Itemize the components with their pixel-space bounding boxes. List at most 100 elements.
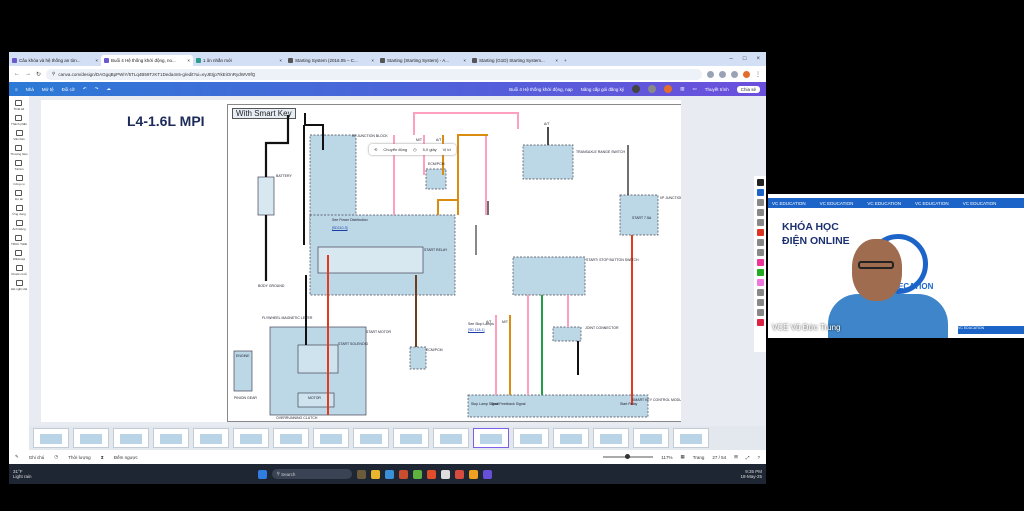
page-thumbnail[interactable] xyxy=(633,428,669,448)
transition-button[interactable]: Chuyển động xyxy=(383,147,408,152)
sidebar-item[interactable]: Dự án xyxy=(15,190,23,201)
sidebar-item[interactable]: Chuck có lễ xyxy=(11,265,27,276)
close-icon[interactable]: × xyxy=(95,57,98,63)
annotation-tool-icon[interactable] xyxy=(756,259,764,266)
back-icon[interactable]: ← xyxy=(14,71,20,77)
countdown-button[interactable]: Đếm ngược xyxy=(113,454,138,460)
file-menu[interactable]: Mở tệ xyxy=(41,86,54,92)
present-button[interactable]: Thuyết trình xyxy=(704,86,729,92)
close-window-icon[interactable]: × xyxy=(756,56,760,62)
app-icon[interactable] xyxy=(482,469,492,479)
upgrade-button[interactable]: Nâng cấp gói đăng ký xyxy=(580,86,625,92)
position-button[interactable]: Vị trí xyxy=(442,147,451,152)
page-thumbnail[interactable] xyxy=(73,428,109,448)
edge-icon[interactable] xyxy=(384,469,394,479)
taskbar-search[interactable]: ⚲ Search xyxy=(271,469,352,479)
annotation-tool-icon[interactable] xyxy=(756,189,764,196)
forward-icon[interactable]: → xyxy=(25,71,31,77)
redo-icon[interactable]: ↷ xyxy=(94,86,99,91)
close-icon[interactable]: × xyxy=(463,57,466,63)
zoom-slider-knob[interactable] xyxy=(625,454,631,459)
diagram-label[interactable]: [SD 118-1] xyxy=(468,328,485,332)
annotation-tool-icon[interactable] xyxy=(756,229,764,236)
sidebar-item[interactable]: Thành phần xyxy=(11,115,27,126)
bookmark-star-icon[interactable] xyxy=(719,70,726,78)
reload-icon[interactable]: ↻ xyxy=(36,71,42,78)
timer-icon[interactable]: ◷ xyxy=(54,454,59,459)
page-counter[interactable]: 27 / 54 xyxy=(712,454,727,460)
chrome-icon[interactable] xyxy=(412,469,422,479)
share-button[interactable]: Chia sẻ xyxy=(736,85,760,93)
page-thumbnail[interactable] xyxy=(513,428,549,448)
app-icon[interactable] xyxy=(454,469,464,479)
close-icon[interactable]: × xyxy=(555,57,558,63)
annotation-tool-icon[interactable] xyxy=(756,179,764,186)
annotation-tool-icon[interactable] xyxy=(756,209,764,216)
sidebar-item[interactable]: TRUC THIE xyxy=(11,235,27,246)
annotation-tool-icon[interactable] xyxy=(756,249,764,256)
close-icon[interactable]: × xyxy=(187,57,190,63)
browser-tab[interactable]: Starting (G1D) Starting System...× xyxy=(469,55,561,66)
sidebar-item[interactable]: Wikimapi xyxy=(13,250,25,261)
browser-tab-active[interactable]: Buổi 4 Hệ thống khởi động, no...× xyxy=(101,54,193,66)
sidebar-item[interactable]: Ảnh Động xyxy=(12,220,26,231)
page-thumbnail[interactable] xyxy=(273,428,309,448)
app-icon[interactable] xyxy=(468,469,478,479)
task-view-icon[interactable] xyxy=(356,469,366,479)
browser-tab[interactable]: Câu khóa và hệ thống an tòn...× xyxy=(9,55,101,66)
annotation-tool-icon[interactable] xyxy=(756,269,764,276)
system-tray[interactable]: 9:35 PM 18-May-25 xyxy=(740,469,762,480)
profile-avatar-icon[interactable] xyxy=(743,70,750,78)
collaborator-avatar[interactable] xyxy=(664,85,673,93)
minimize-icon[interactable]: – xyxy=(729,56,733,62)
sidebar-item[interactable]: Công cụ xyxy=(13,175,25,186)
fullscreen-icon[interactable]: ⤢ xyxy=(745,454,750,460)
sidebar-item[interactable]: Văn bản xyxy=(13,130,25,141)
annotation-tool-icon[interactable] xyxy=(756,239,764,246)
weather-widget[interactable]: 31°F Light rain xyxy=(13,469,32,480)
page-thumbnail[interactable] xyxy=(433,428,469,448)
sidebar-item[interactable]: Hội nghị Hội xyxy=(11,280,27,291)
windows-start-icon[interactable] xyxy=(257,469,267,479)
annotation-tool-icon[interactable] xyxy=(756,309,764,316)
brave-icon[interactable] xyxy=(426,469,436,479)
annotation-tool-icon[interactable] xyxy=(756,219,764,226)
document-title[interactable]: Buổi 4 Hệ thống khởi động, nạp xyxy=(509,86,573,92)
menu-icon[interactable]: ≡ xyxy=(15,86,18,92)
zoom-icon[interactable] xyxy=(707,70,714,78)
page-thumbnail[interactable] xyxy=(673,428,709,448)
collaborator-avatar[interactable] xyxy=(648,85,657,93)
zoom-slider[interactable] xyxy=(603,454,654,459)
home-link[interactable]: Nhà xyxy=(25,86,34,92)
sidebar-item[interactable]: Thương hiệu xyxy=(10,145,28,156)
undo-icon[interactable]: ↶ xyxy=(82,86,87,91)
sidebar-item[interactable]: Tải lên xyxy=(14,160,24,171)
stats-icon[interactable]: ▥ xyxy=(680,86,685,91)
notes-icon[interactable]: ✎ xyxy=(15,454,19,459)
page-thumbnail[interactable] xyxy=(33,428,69,448)
page-thumbnail[interactable] xyxy=(193,428,229,448)
browser-tab[interactable]: Starting (Starting System) - A...× xyxy=(377,55,469,66)
page-thumbnail[interactable] xyxy=(113,428,149,448)
zoom-level[interactable]: 117% xyxy=(661,454,673,460)
comment-icon[interactable]: ▭ xyxy=(692,86,697,91)
address-bar[interactable]: ⚲ canva.com/design/DAGgqBpPWiY/5TLq4B59T… xyxy=(46,68,702,80)
app-icon[interactable] xyxy=(398,469,408,479)
close-icon[interactable]: × xyxy=(279,57,282,63)
page-thumbnail[interactable] xyxy=(593,428,629,448)
sidebar-item[interactable]: Ứng dụng xyxy=(12,205,26,216)
page-thumbnail[interactable] xyxy=(153,428,189,448)
grid-view-icon[interactable]: ⊞ xyxy=(734,454,738,459)
resize-button[interactable]: Đổi cỡ xyxy=(61,86,75,92)
slide-title[interactable]: L4-1.6L MPI xyxy=(127,113,205,129)
browser-tab[interactable]: 1 ôn nhắn mới× xyxy=(193,55,285,66)
page-thumbnail[interactable] xyxy=(553,428,589,448)
sidebar-item[interactable]: Thiết kế xyxy=(14,100,24,111)
extensions-icon[interactable] xyxy=(731,70,738,78)
annotation-tool-icon[interactable] xyxy=(756,289,764,296)
site-info-icon[interactable]: ⚲ xyxy=(52,71,56,76)
app-icon[interactable] xyxy=(440,469,450,479)
page-thumbnail[interactable] xyxy=(473,428,509,448)
annotation-tool-icon[interactable] xyxy=(756,319,764,326)
